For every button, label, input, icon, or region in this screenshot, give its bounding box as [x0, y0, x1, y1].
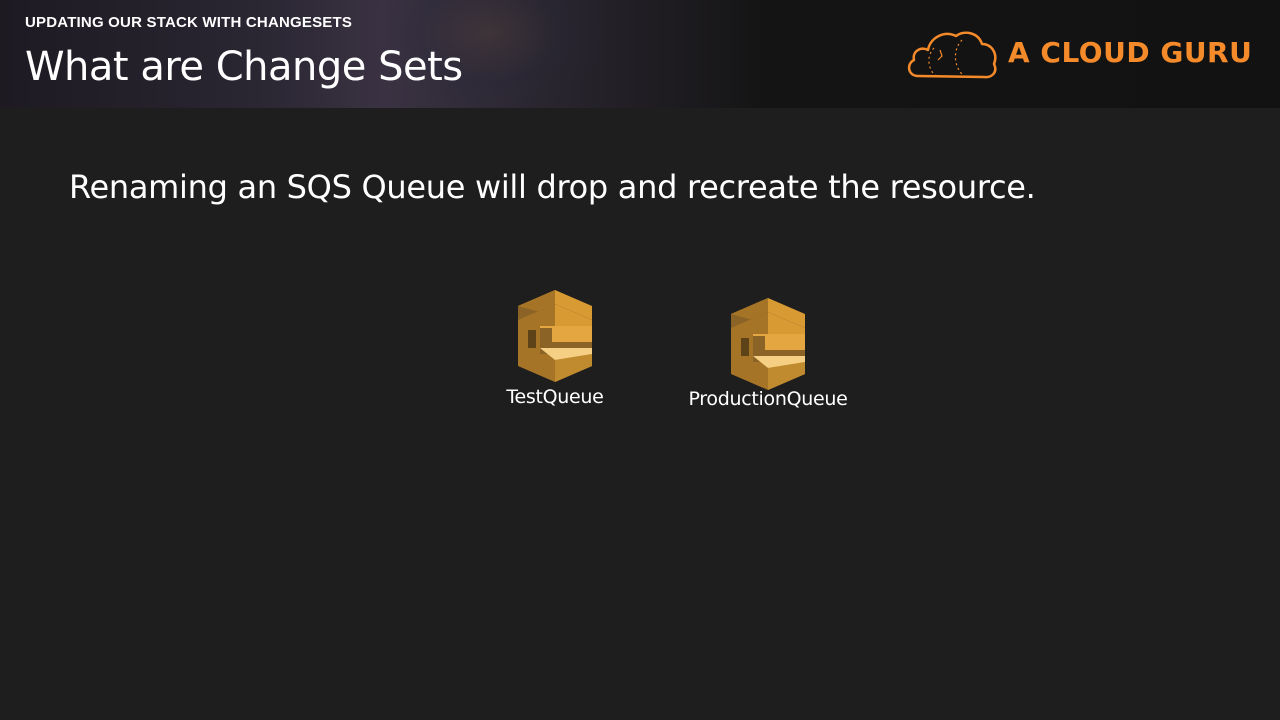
header-background-photo	[380, 0, 600, 108]
statement-text: Renaming an SQS Queue will drop and recr…	[69, 168, 1036, 206]
page-title: What are Change Sets	[25, 44, 463, 90]
brand-logo: A CLOUD GURU	[904, 26, 1252, 82]
section-kicker: UPDATING OUR STACK WITH CHANGESETS	[25, 14, 353, 31]
sqs-queue-icon	[518, 290, 592, 382]
queue-item-production: ProductionQueue	[683, 298, 853, 410]
header-banner: UPDATING OUR STACK WITH CHANGESETS What …	[0, 0, 1280, 108]
brand-name: A CLOUD GURU	[1008, 36, 1253, 69]
queue-label: TestQueue	[506, 386, 604, 408]
queue-item-test: TestQueue	[470, 290, 640, 408]
sqs-queue-icon	[731, 298, 805, 390]
cloud-icon	[907, 31, 997, 79]
queue-label: ProductionQueue	[688, 388, 848, 410]
